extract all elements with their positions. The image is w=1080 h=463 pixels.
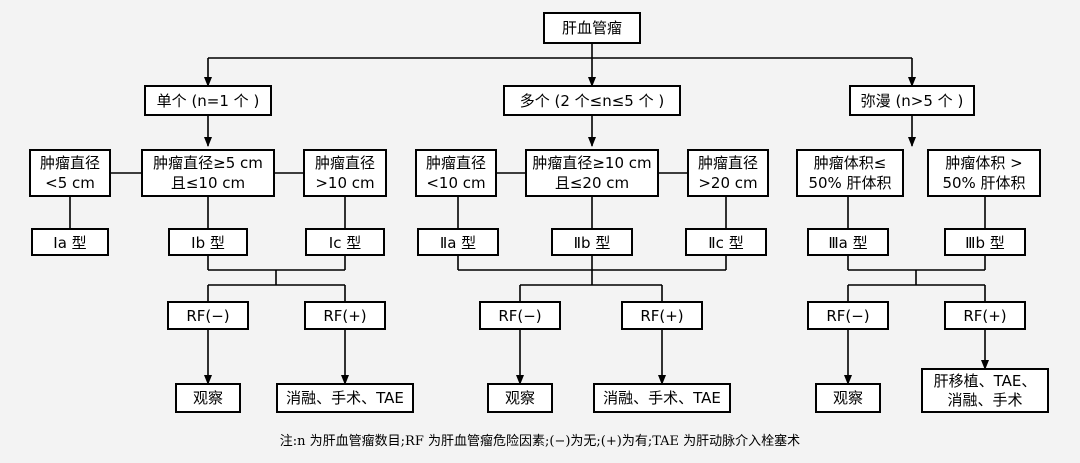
node-type-2c-label: Ⅱc 型 (708, 234, 743, 252)
node-single-small: 肿瘤直径 <5 cm (29, 149, 111, 197)
node-treat-2-label: 消融、手术、TAE (603, 389, 721, 407)
node-multiple-mid-line1: 肿瘤直径≥10 cm (532, 154, 651, 172)
node-single: 单个 (n=1 个 ) (144, 85, 272, 116)
node-type-3b: Ⅲb 型 (944, 228, 1026, 256)
node-rf-pos-2: RF(+) (621, 301, 703, 330)
node-observe-1: 观察 (175, 383, 241, 413)
node-rf-pos-3-label: RF(+) (963, 307, 1006, 325)
node-rf-neg-2: RF(−) (479, 301, 561, 330)
node-rf-pos-2-label: RF(+) (640, 307, 683, 325)
node-rf-pos-3: RF(+) (944, 301, 1026, 330)
node-type-2b: Ⅱb 型 (551, 228, 633, 256)
node-type-1a-label: Ⅰa 型 (53, 234, 86, 252)
node-type-1c-label: Ⅰc 型 (329, 234, 361, 252)
node-type-3a: Ⅲa 型 (807, 228, 889, 256)
node-type-3b-label: Ⅲb 型 (965, 234, 1005, 252)
node-treat-3-line1: 肝移植、TAE、 (934, 372, 1037, 390)
node-single-large: 肿瘤直径 >10 cm (303, 149, 387, 197)
node-diffuse-large-line2: 50% 肝体积 (942, 174, 1025, 192)
node-single-mid: 肿瘤直径≥5 cm 且≤10 cm (141, 149, 275, 197)
node-observe-3-label: 观察 (833, 389, 863, 407)
node-observe-2: 观察 (487, 383, 553, 413)
node-treat-1: 消融、手术、TAE (276, 383, 414, 413)
node-type-2a: Ⅱa 型 (417, 228, 499, 256)
footnote: 注:n 为肝血管瘤数目;RF 为肝血管瘤危险因素;(−)为无;(+)为有;TAE… (280, 433, 800, 449)
node-rf-pos-1: RF(+) (304, 301, 386, 330)
node-treat-1-label: 消融、手术、TAE (286, 389, 404, 407)
node-rf-pos-1-label: RF(+) (323, 307, 366, 325)
node-single-small-line2: <5 cm (45, 174, 95, 192)
node-type-1a: Ⅰa 型 (31, 228, 109, 256)
node-diffuse-large-line1: 肿瘤体积 > (945, 154, 1022, 172)
node-multiple-small: 肿瘤直径 <10 cm (415, 149, 497, 197)
node-single-large-line2: >10 cm (315, 174, 374, 192)
node-multiple-small-line2: <10 cm (426, 174, 485, 192)
node-observe-2-label: 观察 (505, 389, 535, 407)
node-single-label: 单个 (n=1 个 ) (157, 92, 260, 110)
node-type-1b: Ⅰb 型 (168, 228, 248, 256)
node-treat-3: 肝移植、TAE、 消融、手术 (921, 368, 1049, 413)
node-multiple-large: 肿瘤直径 >20 cm (687, 149, 769, 197)
node-diffuse: 弥漫 (n>5 个 ) (849, 85, 975, 116)
node-type-2b-label: Ⅱb 型 (574, 234, 611, 252)
node-diffuse-small-line1: 肿瘤体积≤ (814, 154, 887, 172)
node-treat-3-line2: 消融、手术 (947, 391, 1022, 409)
node-diffuse-label: 弥漫 (n>5 个 ) (861, 92, 964, 110)
node-multiple-mid-line2: 且≤20 cm (555, 174, 629, 192)
node-rf-neg-1-label: RF(−) (186, 307, 229, 325)
node-root: 肝血管瘤 (543, 12, 641, 44)
node-type-2c: Ⅱc 型 (685, 228, 767, 256)
node-type-1b-label: Ⅰb 型 (191, 234, 225, 252)
node-single-small-line1: 肿瘤直径 (40, 154, 100, 172)
node-multiple-large-line1: 肿瘤直径 (698, 154, 758, 172)
node-multiple: 多个 (2 个≤n≤5 个 ) (503, 85, 681, 116)
node-type-1c: Ⅰc 型 (305, 228, 385, 256)
node-treat-2: 消融、手术、TAE (593, 383, 731, 413)
connectors (69, 43, 989, 385)
node-multiple-small-line1: 肿瘤直径 (426, 154, 486, 172)
node-type-2a-label: Ⅱa 型 (440, 234, 476, 252)
node-single-mid-line2: 且≤10 cm (171, 174, 245, 192)
node-observe-1-label: 观察 (193, 389, 223, 407)
node-single-mid-line1: 肿瘤直径≥5 cm (153, 154, 263, 172)
node-multiple-mid: 肿瘤直径≥10 cm 且≤20 cm (525, 149, 659, 197)
node-type-3a-label: Ⅲa 型 (828, 234, 867, 252)
node-diffuse-small: 肿瘤体积≤ 50% 肝体积 (796, 149, 904, 197)
node-diffuse-large: 肿瘤体积 > 50% 肝体积 (927, 149, 1041, 197)
node-root-label: 肝血管瘤 (562, 19, 622, 37)
node-multiple-large-line2: >20 cm (698, 174, 757, 192)
node-diffuse-small-line2: 50% 肝体积 (808, 174, 891, 192)
node-observe-3: 观察 (815, 383, 881, 413)
node-rf-neg-3: RF(−) (807, 301, 889, 330)
node-rf-neg-3-label: RF(−) (826, 307, 869, 325)
node-rf-neg-2-label: RF(−) (498, 307, 541, 325)
node-multiple-label: 多个 (2 个≤n≤5 个 ) (520, 92, 665, 110)
node-rf-neg-1: RF(−) (167, 301, 249, 330)
node-single-large-line1: 肿瘤直径 (315, 154, 375, 172)
